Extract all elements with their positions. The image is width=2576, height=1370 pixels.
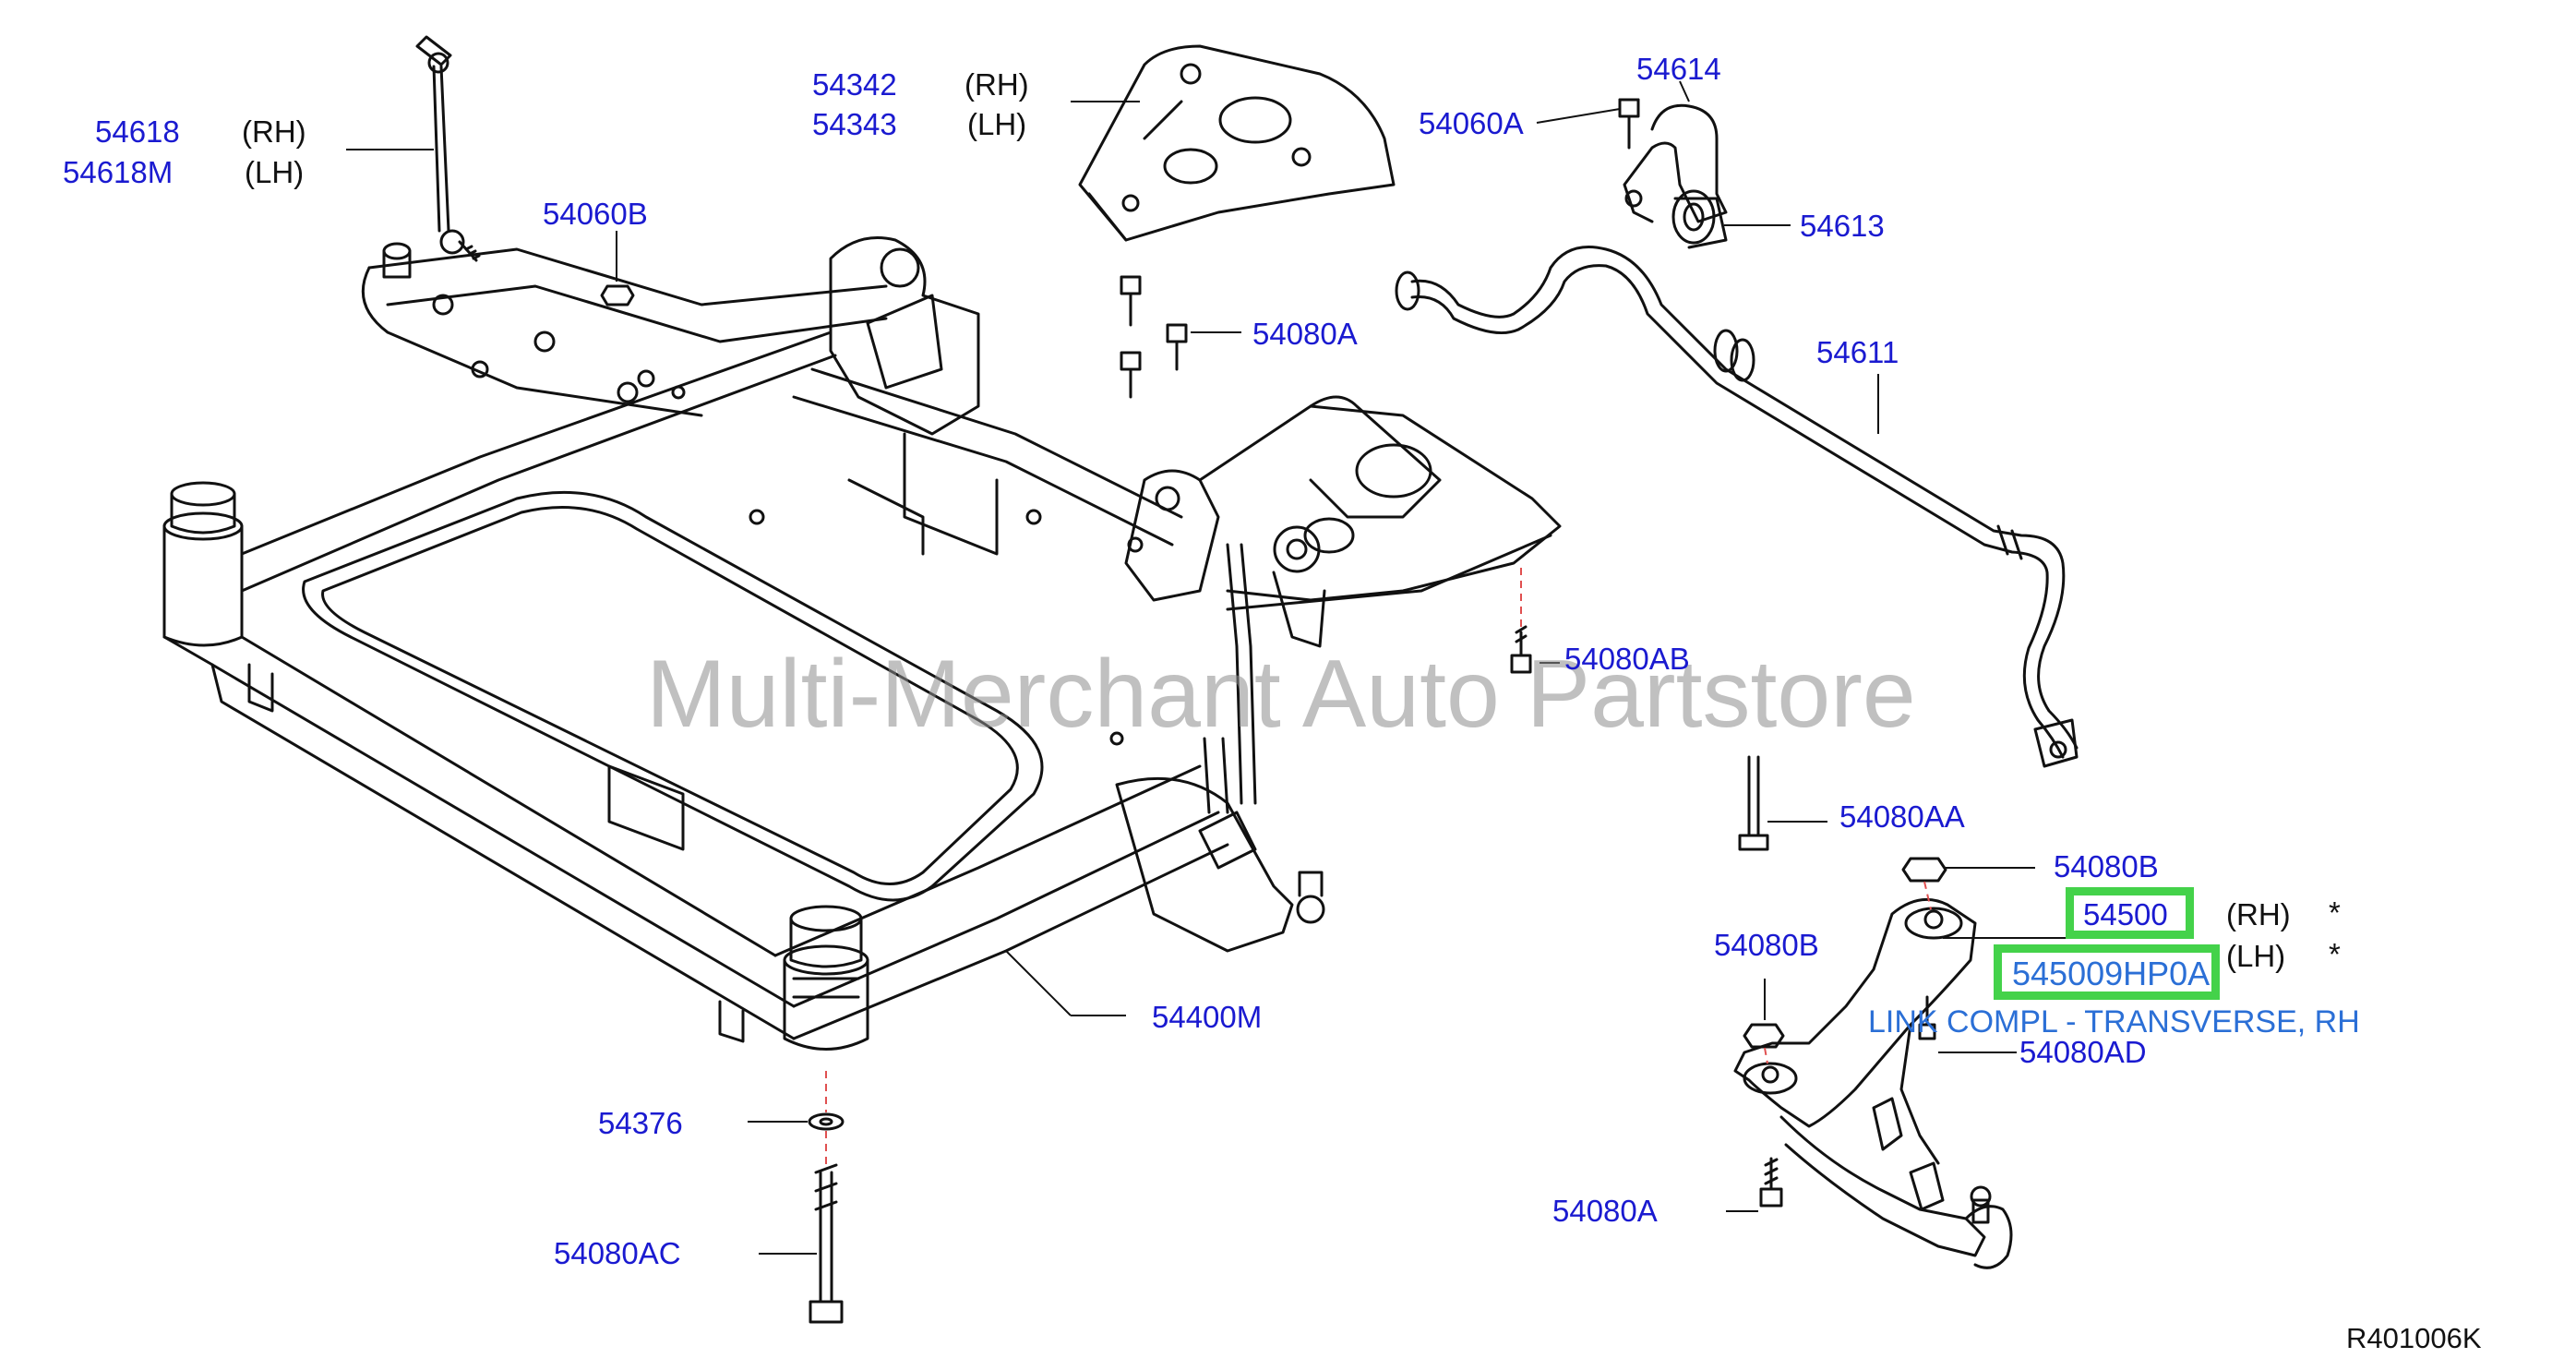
label-54080AC[interactable]: 54080AC	[554, 1236, 681, 1270]
bolt-54080AD	[1918, 995, 1936, 1040]
transverse-link-54500	[1733, 897, 2013, 1269]
label-54080B-left[interactable]: 54080B	[1714, 928, 1819, 962]
asterisk-54500: *	[2329, 895, 2341, 930]
watermark: Multi-Merchant Auto Partstore	[646, 641, 1916, 748]
label-54080A-bottom[interactable]: 54080A	[1552, 1194, 1658, 1228]
side-54500: (RH)	[2226, 897, 2291, 931]
label-54614[interactable]: 54614	[1636, 52, 1721, 86]
nut-54080B-right	[1901, 857, 1947, 883]
part-description: LINK COMPL - TRANSVERSE, RH	[1868, 1004, 2360, 1040]
label-54613[interactable]: 54613	[1800, 209, 1885, 243]
label-54080AD[interactable]: 54080AD	[2019, 1035, 2147, 1069]
washer-54376	[808, 1112, 845, 1131]
nut-54060B	[600, 284, 635, 306]
label-54618[interactable]: 54618	[95, 114, 180, 149]
side-54501: (LH)	[2226, 939, 2286, 973]
label-54060A[interactable]: 54060A	[1419, 106, 1524, 140]
nut-54080B-left	[1743, 1023, 1785, 1049]
label-54080B-right[interactable]: 54080B	[2054, 849, 2159, 883]
bolt-54080AB	[1510, 625, 1532, 674]
label-54080A-top[interactable]: 54080A	[1252, 317, 1358, 351]
bolts-54080A-top	[1120, 275, 1188, 399]
highlight-545009HP0A	[1994, 944, 2220, 1000]
side-54618M: (LH)	[245, 155, 305, 189]
label-54618M[interactable]: 54618M	[63, 155, 174, 189]
label-54376[interactable]: 54376	[598, 1106, 683, 1140]
label-54080AB[interactable]: 54080AB	[1564, 642, 1690, 676]
side-54343: (LH)	[967, 107, 1027, 141]
bolt-54080AC	[809, 1163, 844, 1324]
highlight-54500	[2066, 887, 2194, 939]
label-54080AA[interactable]: 54080AA	[1839, 799, 1965, 834]
highlight-part-number[interactable]: 545009HP0A	[2012, 955, 2211, 992]
label-54343[interactable]: 54343	[812, 107, 897, 141]
side-54342: (RH)	[965, 67, 1029, 102]
diagram-reference: R401006K	[2346, 1322, 2482, 1354]
stabilizer-bar-54611	[1395, 246, 2079, 768]
bolt-54080AA	[1738, 755, 1769, 851]
label-54500[interactable]: 54500	[2083, 897, 2168, 931]
bolt-54080A-bottom	[1759, 1157, 1783, 1208]
label-54400M[interactable]: 54400M	[1152, 1000, 1263, 1034]
side-54618: (RH)	[242, 114, 306, 149]
stabilizer-bushing-54613	[1671, 189, 1728, 249]
stabilizer-link-54618	[415, 35, 481, 262]
label-54611[interactable]: 54611	[1816, 335, 1899, 369]
reinforcement-plate-54342	[1078, 44, 1396, 242]
asterisk-54501: *	[2329, 937, 2341, 971]
label-54060B[interactable]: 54060B	[543, 197, 648, 231]
label-54342[interactable]: 54342	[812, 67, 897, 102]
